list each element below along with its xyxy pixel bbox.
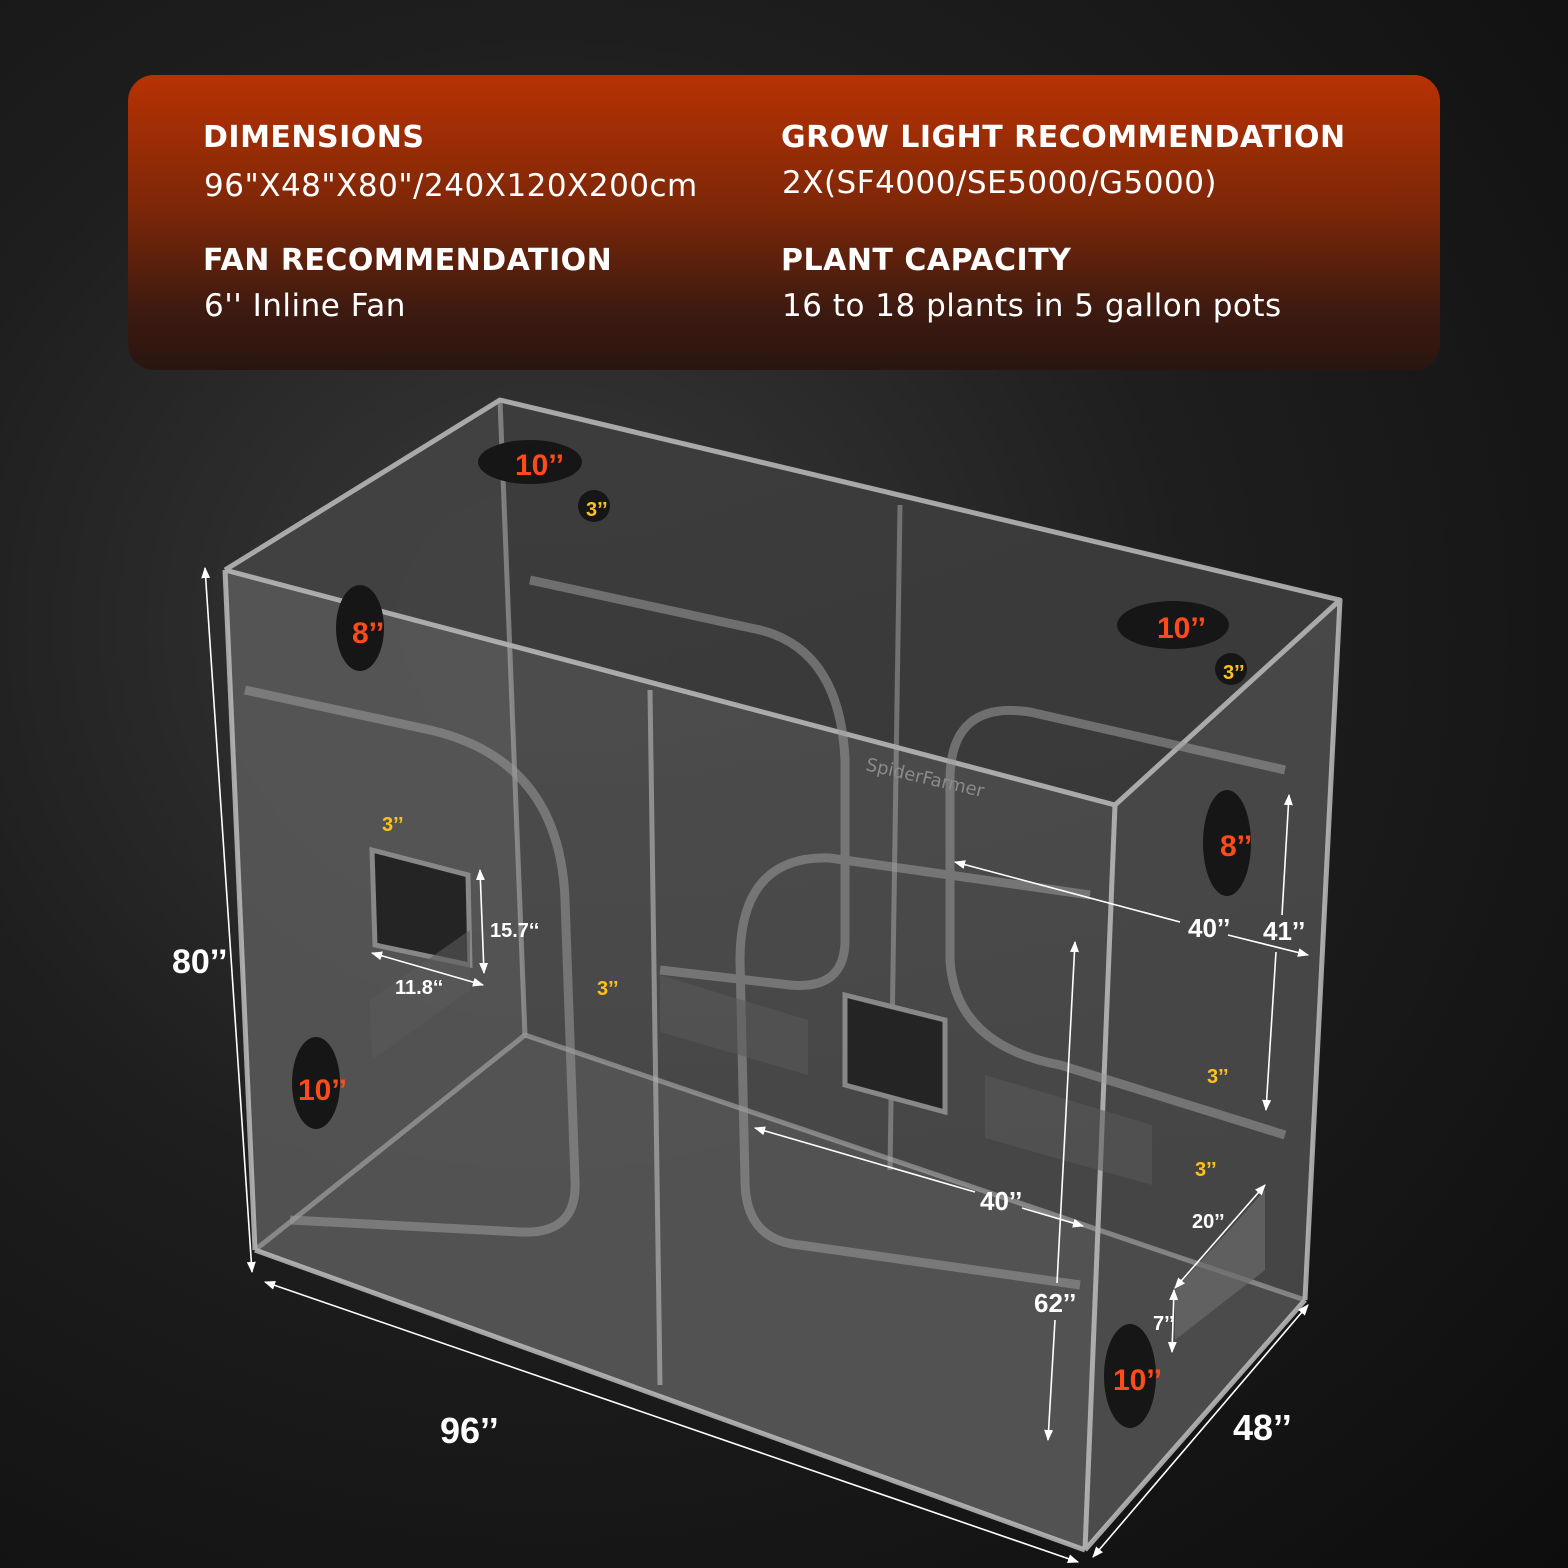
dimension-arrows bbox=[201, 566, 1310, 1563]
label-door-width-lower: 40’’ bbox=[980, 1186, 1022, 1216]
back-window bbox=[842, 991, 948, 1116]
arrow-door-upper-a bbox=[953, 860, 1181, 923]
arrow-height bbox=[201, 566, 256, 1274]
port-top-left-large bbox=[478, 440, 582, 484]
arrow-front-door-a bbox=[1056, 940, 1079, 1284]
label-window-width: 11.8‘‘ bbox=[395, 977, 443, 999]
label-port-back-small: 3’’ bbox=[597, 978, 619, 1000]
port-left-upper bbox=[336, 585, 384, 671]
door-zippers bbox=[244, 575, 1287, 1290]
label-port-left-lower: 10’’ bbox=[298, 1074, 347, 1107]
label-front-door-height: 62’’ bbox=[1034, 1288, 1076, 1318]
arrow-side-window-height bbox=[1174, 1184, 1266, 1289]
port-top-right-small bbox=[1215, 653, 1247, 685]
label-port-right-small-a: 3’’ bbox=[1207, 1066, 1229, 1088]
label-port-left-small: 3’’ bbox=[382, 814, 404, 836]
arrow-depth bbox=[1092, 1304, 1309, 1558]
port-right-upper bbox=[1203, 790, 1251, 896]
arrow-door-lower-b bbox=[1021, 1207, 1085, 1228]
label-port-top-left-large: 10’’ bbox=[515, 449, 564, 482]
label-port-top-right-large: 10’’ bbox=[1157, 612, 1206, 645]
label-port-left-upper: 8’’ bbox=[352, 617, 384, 650]
label-side-window-offset: 7’’ bbox=[1153, 1313, 1175, 1335]
dimension-labels: 80’’ 96’’ 48’’ 40’’ 40’’ 41’’ 62’’ 15.7‘… bbox=[172, 913, 1305, 1451]
label-length: 96’’ bbox=[440, 1410, 499, 1451]
arrow-front-door-b bbox=[1044, 1319, 1056, 1442]
vent-ports bbox=[292, 440, 1251, 1428]
fan-title: FAN RECOMMENDATION bbox=[203, 243, 613, 278]
label-height: 80’’ bbox=[172, 943, 227, 981]
label-depth: 48’’ bbox=[1233, 1407, 1292, 1448]
label-port-right-small-b: 3’’ bbox=[1195, 1159, 1217, 1181]
vent-panel-back bbox=[660, 975, 808, 1075]
label-side-door-height: 41’’ bbox=[1263, 916, 1305, 946]
label-port-top-right-small: 3’’ bbox=[1223, 662, 1245, 684]
spec-card: DIMENSIONS 96"X48"X80"/240X120X200cm GRO… bbox=[128, 75, 1440, 370]
label-door-width-upper: 40’’ bbox=[1188, 913, 1230, 943]
arrow-side-door-b bbox=[1262, 951, 1277, 1112]
arrow-side-door-a bbox=[1281, 793, 1293, 916]
plant-capacity-value: 16 to 18 plants in 5 gallon pots bbox=[782, 288, 1282, 324]
vent-panel-back-right bbox=[985, 1075, 1152, 1185]
dimensions-value: 96"X48"X80"/240X120X200cm bbox=[204, 168, 698, 204]
grow-light-value: 2X(SF4000/SE5000/G5000) bbox=[782, 165, 1218, 201]
label-port-right-upper: 8’’ bbox=[1220, 830, 1252, 863]
label-port-right-lower: 10’’ bbox=[1113, 1364, 1162, 1397]
arrow-window-width bbox=[370, 951, 485, 987]
grow-light-title: GROW LIGHT RECOMMENDATION bbox=[781, 120, 1346, 155]
port-top-right-large bbox=[1117, 601, 1229, 649]
label-port-top-left-small: 3’’ bbox=[586, 499, 608, 521]
label-side-window-height: 20’’ bbox=[1192, 1211, 1225, 1233]
arrow-door-lower-a bbox=[753, 1126, 976, 1193]
plant-capacity-title: PLANT CAPACITY bbox=[781, 243, 1072, 278]
label-window-height: 15.7‘‘ bbox=[490, 920, 539, 942]
fan-value: 6'' Inline Fan bbox=[204, 288, 406, 324]
arrow-door-upper-b bbox=[1227, 934, 1310, 957]
port-left-lower bbox=[292, 1037, 340, 1129]
port-top-left-small bbox=[578, 490, 610, 522]
dimensions-title: DIMENSIONS bbox=[203, 120, 425, 155]
arrow-side-window-offset bbox=[1167, 1288, 1179, 1354]
arrow-length bbox=[263, 1281, 1080, 1563]
